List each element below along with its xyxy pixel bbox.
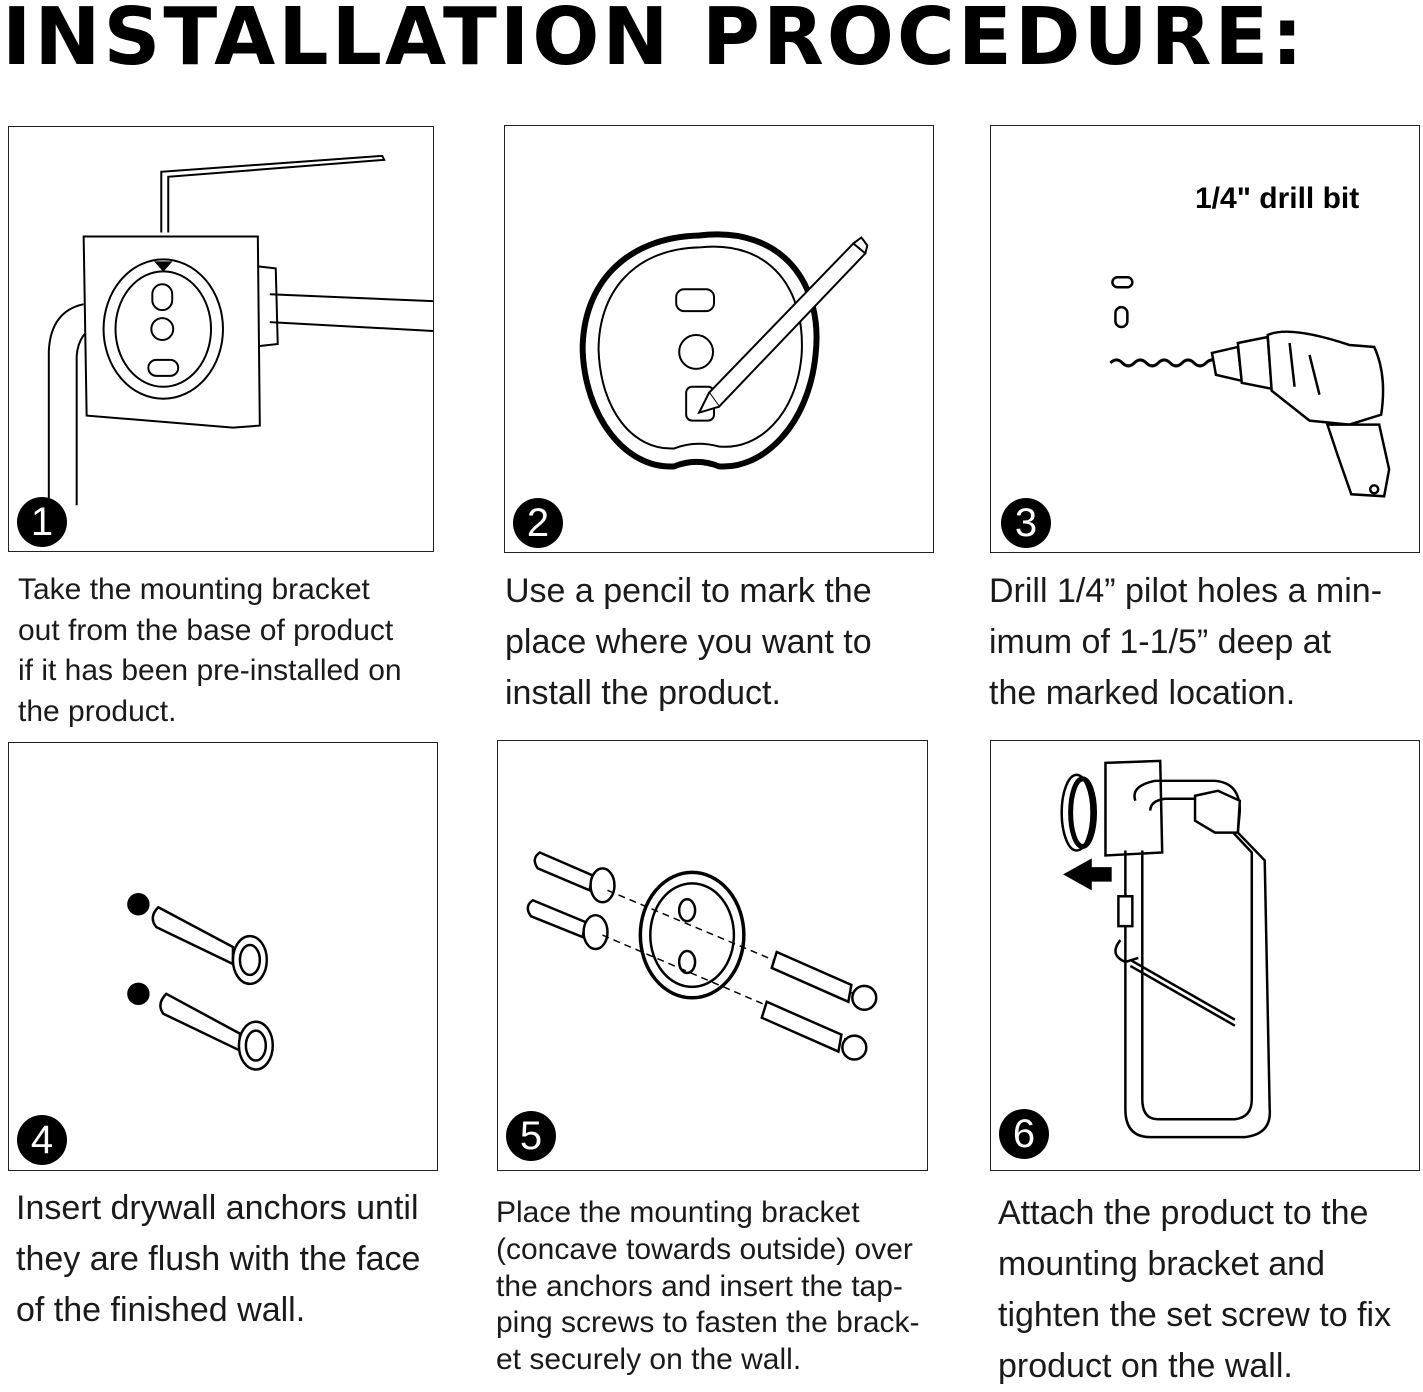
drill-bit-label: 1/4" drill bit (1195, 182, 1360, 215)
step-2-caption: Use a pencil to mark the place where you… (505, 572, 872, 712)
page-title: INSTALLATION PROCEDURE: (2, 0, 1306, 83)
step-3-panel: 1/4" drill bit 3 (990, 125, 1420, 553)
step-5-caption: Place the mounting bracket (concave towa… (496, 1196, 920, 1377)
step-1-caption: Take the mounting bracket out from the b… (18, 573, 402, 728)
power-drill-illustration (1109, 276, 1391, 498)
step-3-caption: Drill 1/4” pilot holes a min- imum of 1-… (989, 572, 1383, 712)
step-2-badge: 2 (513, 498, 563, 548)
step-6-panel: 6 (990, 740, 1420, 1171)
hex-key-bracket-illustration (47, 154, 433, 506)
step-6-badge: 6 (999, 1109, 1049, 1159)
bracket-screws-illustration (526, 851, 878, 1061)
pencil-marking-illustration (579, 231, 869, 470)
step-6-caption: Attach the product to the mounting brack… (998, 1194, 1392, 1385)
step-4-caption: Insert drywall anchors until they are fl… (16, 1189, 421, 1329)
towel-ring-attach-illustration (1060, 759, 1271, 1139)
step-5-badge: 5 (506, 1111, 556, 1161)
step-1-panel: 1 (8, 126, 434, 552)
step-1-badge: 1 (17, 497, 67, 547)
step-3-badge: 3 (1001, 498, 1051, 548)
step-5-panel: 5 (497, 740, 928, 1171)
step-4-badge: 4 (17, 1115, 67, 1165)
step-4-panel: 4 (8, 742, 438, 1171)
step-2-panel: 2 (504, 125, 934, 553)
drywall-anchors-illustration (127, 893, 275, 1071)
